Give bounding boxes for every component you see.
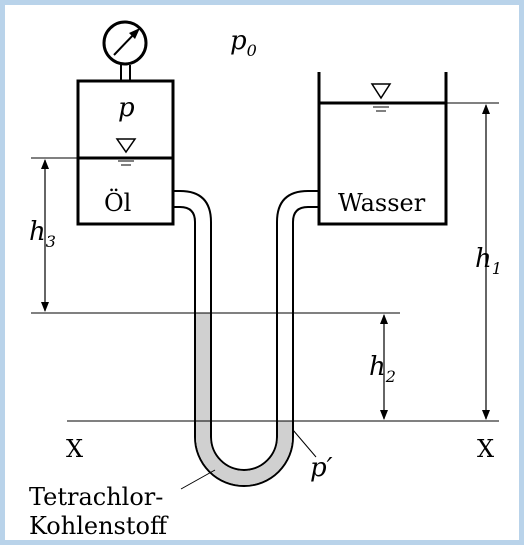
pressure-gauge-icon bbox=[102, 20, 148, 66]
label-h2: h2 bbox=[369, 352, 396, 386]
label-tetrachlor-line1: Tetrachlor- bbox=[29, 483, 163, 511]
label-p-prime: p′ bbox=[310, 453, 333, 483]
u-tube-outer-wall bbox=[179, 206, 309, 487]
label-water: Wasser bbox=[338, 189, 426, 217]
tetrachlor-fluid bbox=[196, 313, 292, 485]
label-h3: h3 bbox=[29, 217, 56, 251]
leader-tetrachlor bbox=[180, 469, 216, 490]
label-x-right: X bbox=[477, 435, 494, 463]
label-tetrachlor-line2: Kohlenstoff bbox=[29, 512, 169, 540]
label-h1: h1 bbox=[475, 244, 502, 278]
label-oil: Öl bbox=[104, 188, 131, 217]
oil-level-triangle-icon bbox=[115, 138, 137, 166]
label-p: p bbox=[118, 93, 135, 123]
water-tank bbox=[317, 72, 448, 226]
manometer-diagram: p0 p Öl Wasser h3 h1 h2 X X p′ Tetrachlo… bbox=[29, 20, 502, 540]
label-x-left: X bbox=[66, 435, 83, 463]
water-level-triangle-icon bbox=[370, 83, 392, 112]
label-p0: p0 bbox=[230, 26, 257, 60]
leader-p-prime bbox=[292, 429, 317, 458]
u-tube-inner-wall bbox=[179, 190, 309, 471]
